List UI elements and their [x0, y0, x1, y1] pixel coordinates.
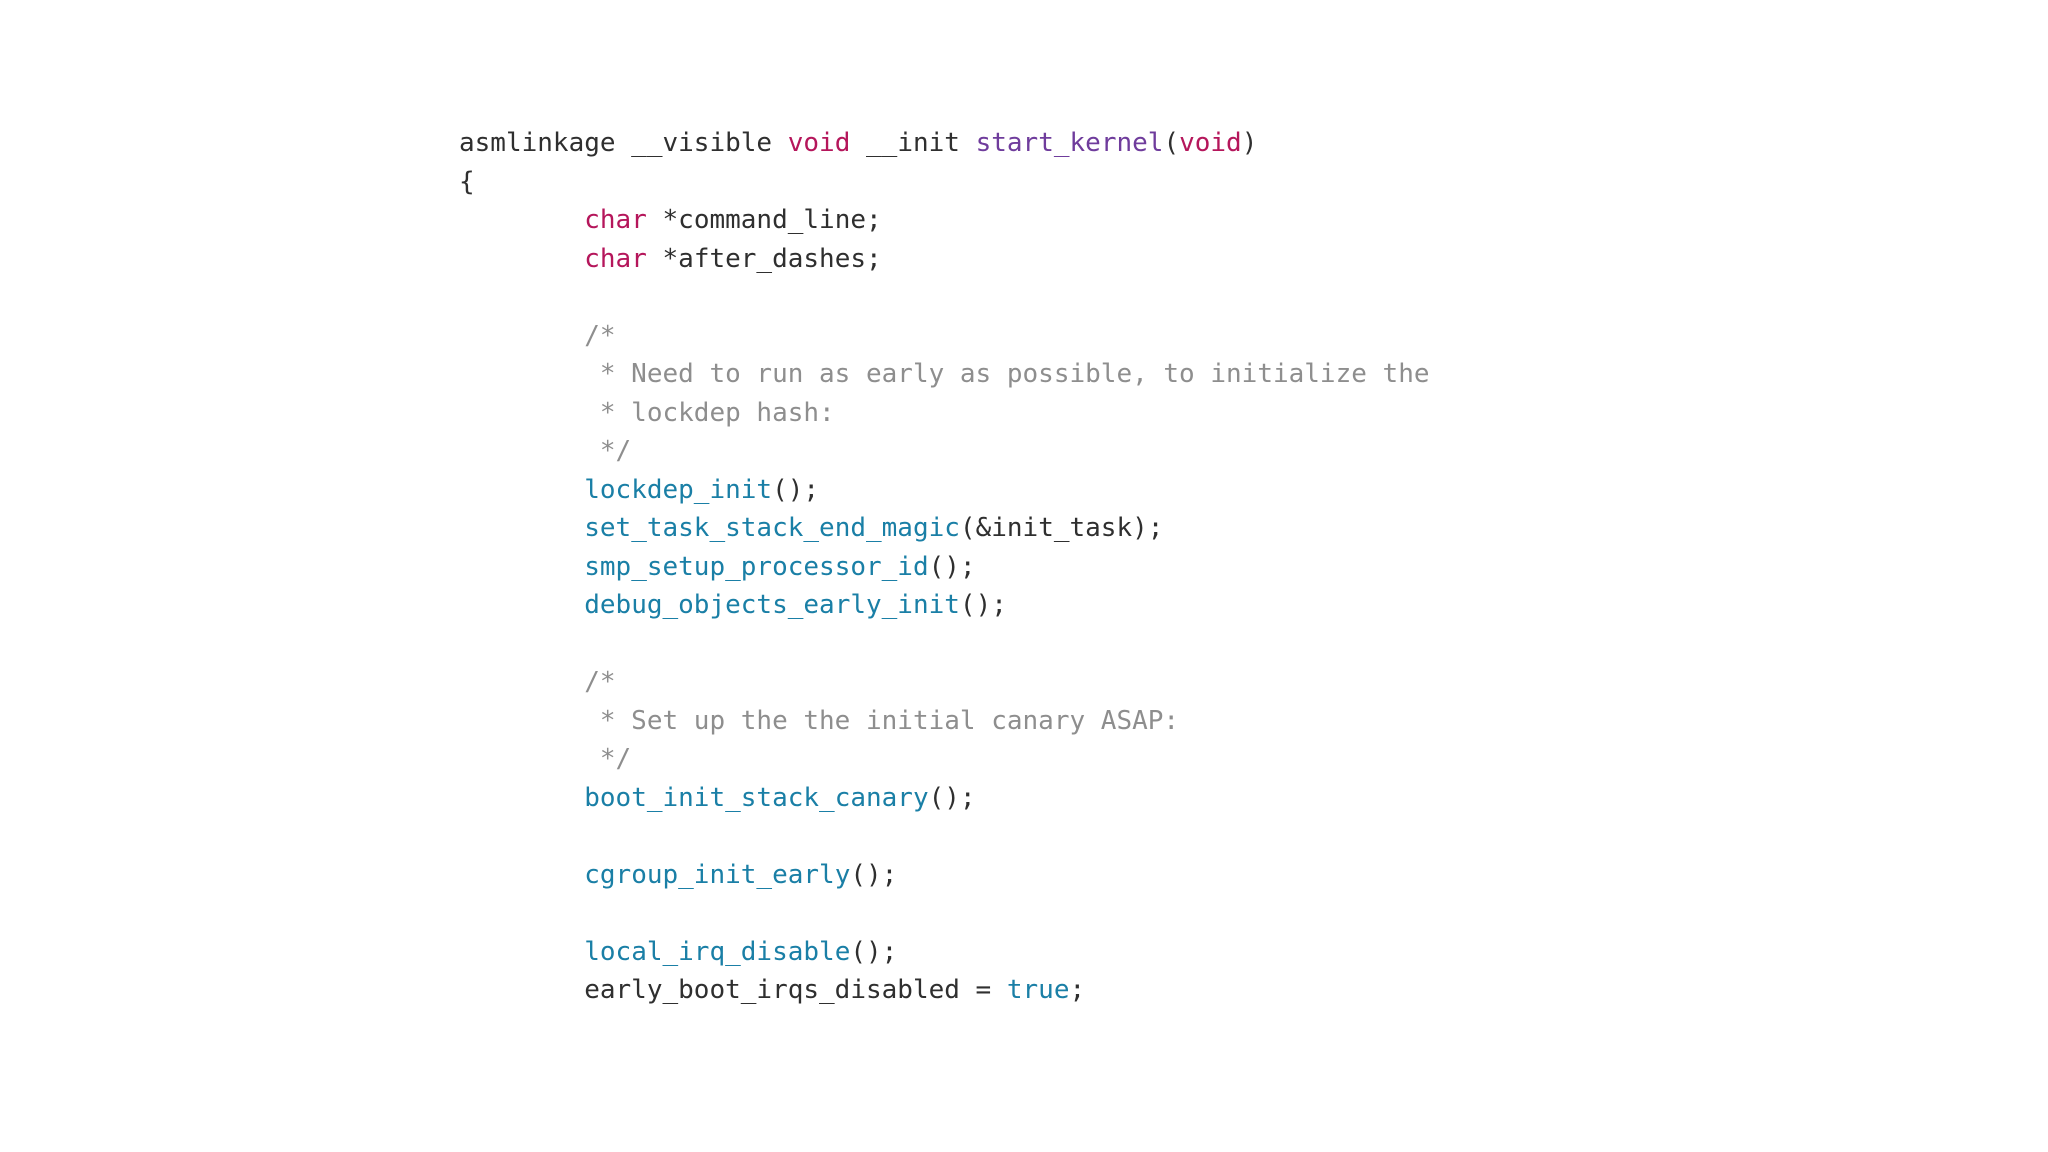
code-line: [459, 894, 1430, 933]
code-line: asmlinkage __visible void __init start_k…: [459, 124, 1430, 163]
code-line: */: [459, 740, 1430, 779]
code-text: asmlinkage __visible: [459, 128, 788, 158]
code-keyword: char: [584, 243, 647, 274]
function-call: lockdep_init: [584, 474, 773, 505]
code-text: [459, 783, 584, 813]
code-line: cgroup_init_early();: [459, 856, 1430, 895]
code-block: asmlinkage __visible void __init start_k…: [459, 124, 1430, 1010]
code-text: [459, 552, 584, 582]
function-call: debug_objects_early_init: [584, 590, 960, 620]
code-text: ();: [850, 936, 898, 967]
code-line: char *after_dashes;: [459, 240, 1430, 279]
code-text: ): [1241, 128, 1258, 158]
code-line: early_boot_irqs_disabled = true;: [459, 971, 1430, 1010]
code-line: char *command_line;: [459, 201, 1430, 240]
code-keyword: void: [1179, 128, 1242, 158]
code-line: debug_objects_early_init();: [459, 586, 1430, 625]
function-call: boot_init_stack_canary: [584, 782, 929, 813]
code-text: {: [459, 166, 475, 197]
code-line: /*: [459, 317, 1430, 356]
code-text: [459, 860, 584, 890]
code-text: early_boot_irqs_disabled =: [459, 975, 1007, 1005]
code-keyword: char: [584, 205, 647, 235]
code-line: lockdep_init();: [459, 471, 1430, 510]
code-comment: /*: [459, 667, 616, 697]
code-comment: */: [459, 744, 632, 774]
code-comment: /*: [459, 320, 616, 351]
code-text: ;: [1069, 975, 1086, 1005]
code-text: [459, 590, 584, 620]
code-line: /*: [459, 663, 1430, 702]
code-text: ();: [772, 474, 820, 505]
code-text: [459, 205, 584, 235]
code-text: ();: [959, 590, 1007, 620]
code-comment: * Set up the the initial canary ASAP:: [459, 705, 1180, 736]
code-comment: * lockdep hash:: [459, 397, 835, 428]
code-line: [459, 625, 1430, 664]
code-text: [459, 937, 584, 967]
code-line: local_irq_disable();: [459, 933, 1430, 972]
function-name: start_kernel: [975, 128, 1164, 158]
function-call: set_task_stack_end_magic: [584, 513, 960, 543]
code-text: [459, 244, 584, 274]
code-text: (&init_task);: [959, 513, 1164, 543]
code-text: [459, 475, 584, 505]
function-call: cgroup_init_early: [584, 859, 851, 890]
code-keyword: void: [787, 128, 851, 158]
function-call: true: [1006, 975, 1070, 1005]
code-line: * Need to run as early as possible, to i…: [459, 355, 1430, 394]
code-line: set_task_stack_end_magic(&init_task);: [459, 509, 1430, 548]
function-call: local_irq_disable: [584, 936, 851, 967]
code-text: ();: [928, 551, 976, 582]
code-line: [459, 278, 1430, 317]
function-call: smp_setup_processor_id: [584, 551, 929, 582]
code-text: ();: [850, 859, 898, 890]
code-text: __init: [850, 128, 976, 158]
code-line: [459, 817, 1430, 856]
code-line: * lockdep hash:: [459, 394, 1430, 433]
code-line: */: [459, 432, 1430, 471]
code-text: *after_dashes;: [646, 243, 882, 274]
code-line: * Set up the the initial canary ASAP:: [459, 702, 1430, 741]
code-comment: * Need to run as early as possible, to i…: [459, 359, 1430, 389]
code-comment: */: [459, 436, 632, 466]
code-text: [459, 513, 584, 543]
code-line: {: [459, 163, 1430, 202]
code-line: boot_init_stack_canary();: [459, 779, 1430, 818]
code-text: (: [1163, 128, 1180, 158]
code-text: ();: [928, 782, 976, 813]
code-line: smp_setup_processor_id();: [459, 548, 1430, 587]
code-text: *command_line;: [646, 205, 882, 235]
